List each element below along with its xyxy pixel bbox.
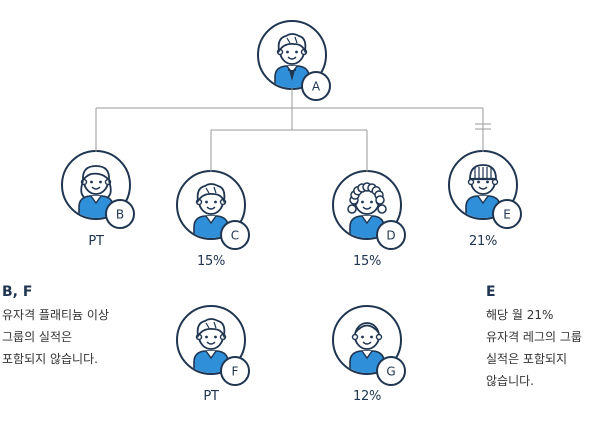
label-d: 15% [353,254,381,269]
node-d: D [332,170,406,250]
badge-e: E [492,199,522,229]
badge-b: B [105,199,135,229]
badge-d-letter: D [386,229,395,243]
badge-g: G [376,356,406,386]
person-icon-b [78,165,114,218]
node-f: F [176,305,250,386]
badge-c: C [220,220,250,250]
badge-d: D [376,220,406,250]
person-icon-d [347,182,387,238]
person-icon-g [349,322,385,373]
badge-b-letter: B [116,208,124,222]
label-f: PT [203,389,219,404]
person-icon-f [193,318,229,373]
badge-a: A [301,71,331,101]
node-g: G [332,305,406,386]
node-a: A [257,20,331,101]
badge-e-letter: E [503,208,511,222]
note-left-line-2: 그룹의 실적은 [2,330,73,344]
person-icon-e [465,164,501,218]
badge-a-letter: A [312,80,321,94]
badge-f-letter: F [232,365,239,379]
node-c: C [176,170,250,250]
label-g: 12% [353,389,381,404]
person-icon-a [274,33,310,88]
note-right-line-1: 해당 월 21% [486,308,554,322]
badge-g-letter: G [386,365,395,379]
note-right-line-2: 유자격 레그의 그룹 [486,330,582,344]
label-b: PT [88,234,104,249]
label-e: 21% [469,234,497,249]
person-icon-c [193,183,229,238]
note-right-line-4: 않습니다. [486,374,534,388]
badge-c-letter: C [231,229,239,243]
note-right-line-3: 실적은 포함되지 [486,352,568,366]
note-left-line-1: 유자격 플래티늄 이상 [2,308,109,322]
note-right-title: E [486,284,496,300]
badge-f: F [220,356,250,386]
node-b: B [61,150,135,229]
note-left-title: B, F [2,284,33,300]
label-c: 15% [197,254,225,269]
connector-break-mark [475,123,491,130]
note-left-line-3: 포함되지 않습니다. [2,352,98,366]
node-e: E [448,150,522,229]
